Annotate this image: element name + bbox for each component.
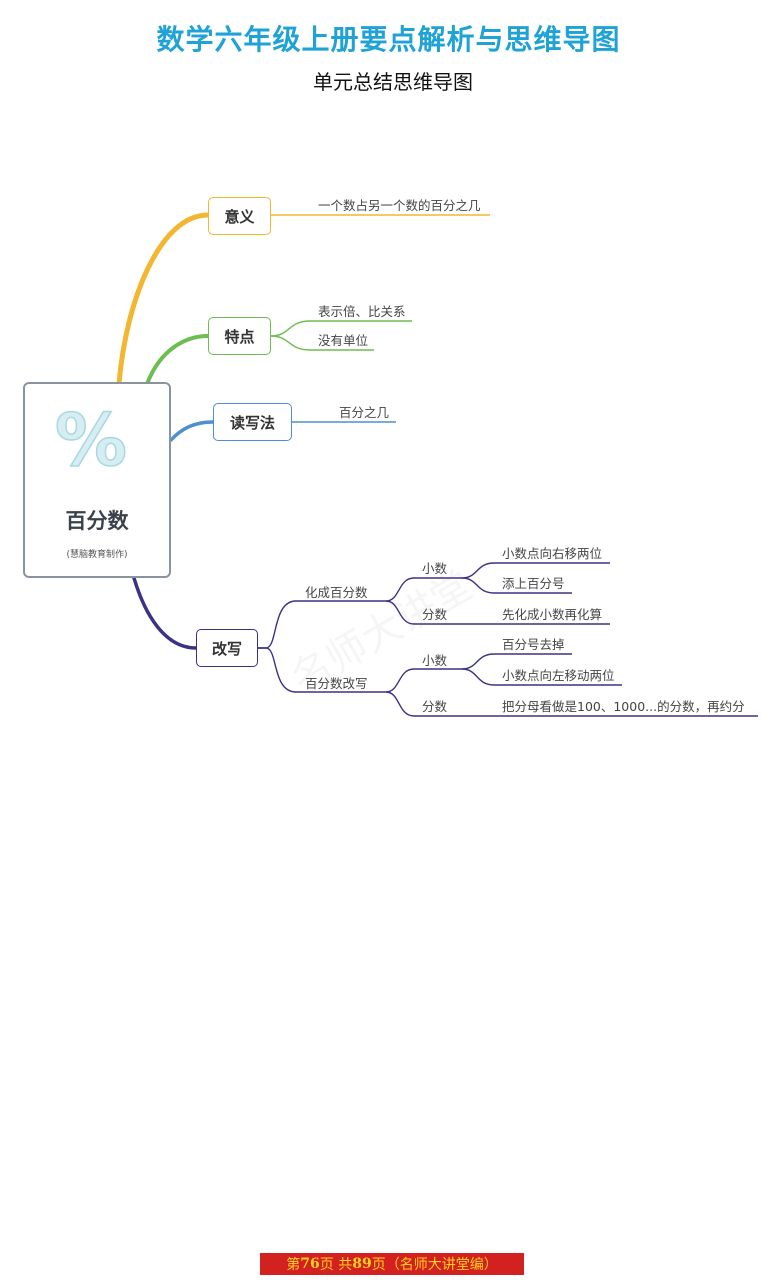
footer-total-pages: 89 bbox=[352, 1256, 372, 1272]
connector-tedian bbox=[145, 334, 210, 386]
connector-yiyi bbox=[116, 212, 211, 387]
page-footer: 第 76 页 共 89 页（名师大讲堂编） bbox=[260, 1253, 524, 1275]
connector-gaixie-group-1 bbox=[258, 600, 386, 649]
connector-g1-s1-leaf-1 bbox=[461, 562, 610, 579]
connector-duxiefa bbox=[169, 420, 215, 442]
subgroup-g2-xiaoshu: 小数 bbox=[422, 653, 448, 668]
branch-tedian: 特点 bbox=[208, 317, 271, 355]
footer-prefix: 第 bbox=[286, 1257, 301, 1273]
mindmap-connectors bbox=[116, 212, 758, 717]
percent-symbol: % bbox=[54, 397, 128, 483]
leaf-tedian-1: 表示倍、比关系 bbox=[318, 304, 406, 319]
root-node bbox=[23, 382, 171, 578]
leaf-g1-s1-1: 小数点向右移两位 bbox=[502, 546, 603, 561]
footer-suffix: 页（名师大讲堂编） bbox=[371, 1257, 498, 1273]
connector-g1-sub-1 bbox=[385, 577, 462, 602]
leaf-g2-s2-1: 把分母看做是100、1000...的分数，再约分 bbox=[502, 699, 745, 714]
leaf-tedian-2: 没有单位 bbox=[318, 333, 369, 348]
footer-page-number: 76 bbox=[300, 1256, 320, 1272]
root-credit: (慧脑教育制作) bbox=[66, 550, 128, 560]
leaf-g1-s1-2: 添上百分号 bbox=[502, 576, 565, 591]
connector-g2-s1-leaf-2 bbox=[461, 668, 622, 686]
document-title: 数学六年级上册要点解析与思维导图 bbox=[156, 23, 621, 56]
branch-duxiefa: 读写法 bbox=[213, 403, 292, 441]
connector-gaixie bbox=[132, 576, 198, 650]
leaf-g2-s1-1: 百分号去掉 bbox=[502, 637, 565, 652]
branch-gaixie: 改写 bbox=[196, 629, 258, 667]
footer-middle: 页 共 bbox=[319, 1257, 353, 1273]
root-title: 百分数 bbox=[65, 509, 129, 533]
connector-g2-sub-1 bbox=[385, 668, 462, 693]
leaf-duxiefa-1: 百分之几 bbox=[339, 405, 390, 420]
subgroup-g1-fenshu: 分数 bbox=[422, 607, 448, 622]
connector-g2-s1-leaf-1 bbox=[461, 653, 572, 670]
group-huacheng: 化成百分数 bbox=[305, 585, 368, 600]
leaf-g1-s2-1: 先化成小数再化算 bbox=[502, 607, 603, 622]
connector-g1-s1-leaf-2 bbox=[461, 577, 572, 594]
group-gaixie: 百分数改写 bbox=[305, 676, 368, 691]
connector-tedian-leaf-2 bbox=[270, 335, 374, 351]
document-subtitle: 单元总结思维导图 bbox=[313, 70, 473, 94]
connector-g2-sub-2 bbox=[385, 691, 462, 717]
leaf-yiyi-1: 一个数占另一个数的百分之几 bbox=[318, 198, 481, 213]
connector-g1-sub-2 bbox=[385, 600, 462, 625]
connector-tedian-leaf-1 bbox=[270, 320, 412, 337]
connector-gaixie-group-2 bbox=[258, 647, 386, 693]
leaf-g2-s1-2: 小数点向左移动两位 bbox=[502, 668, 615, 683]
branch-yiyi: 意义 bbox=[208, 197, 271, 235]
subgroup-g1-xiaoshu: 小数 bbox=[422, 561, 448, 576]
subgroup-g2-fenshu: 分数 bbox=[422, 699, 448, 714]
